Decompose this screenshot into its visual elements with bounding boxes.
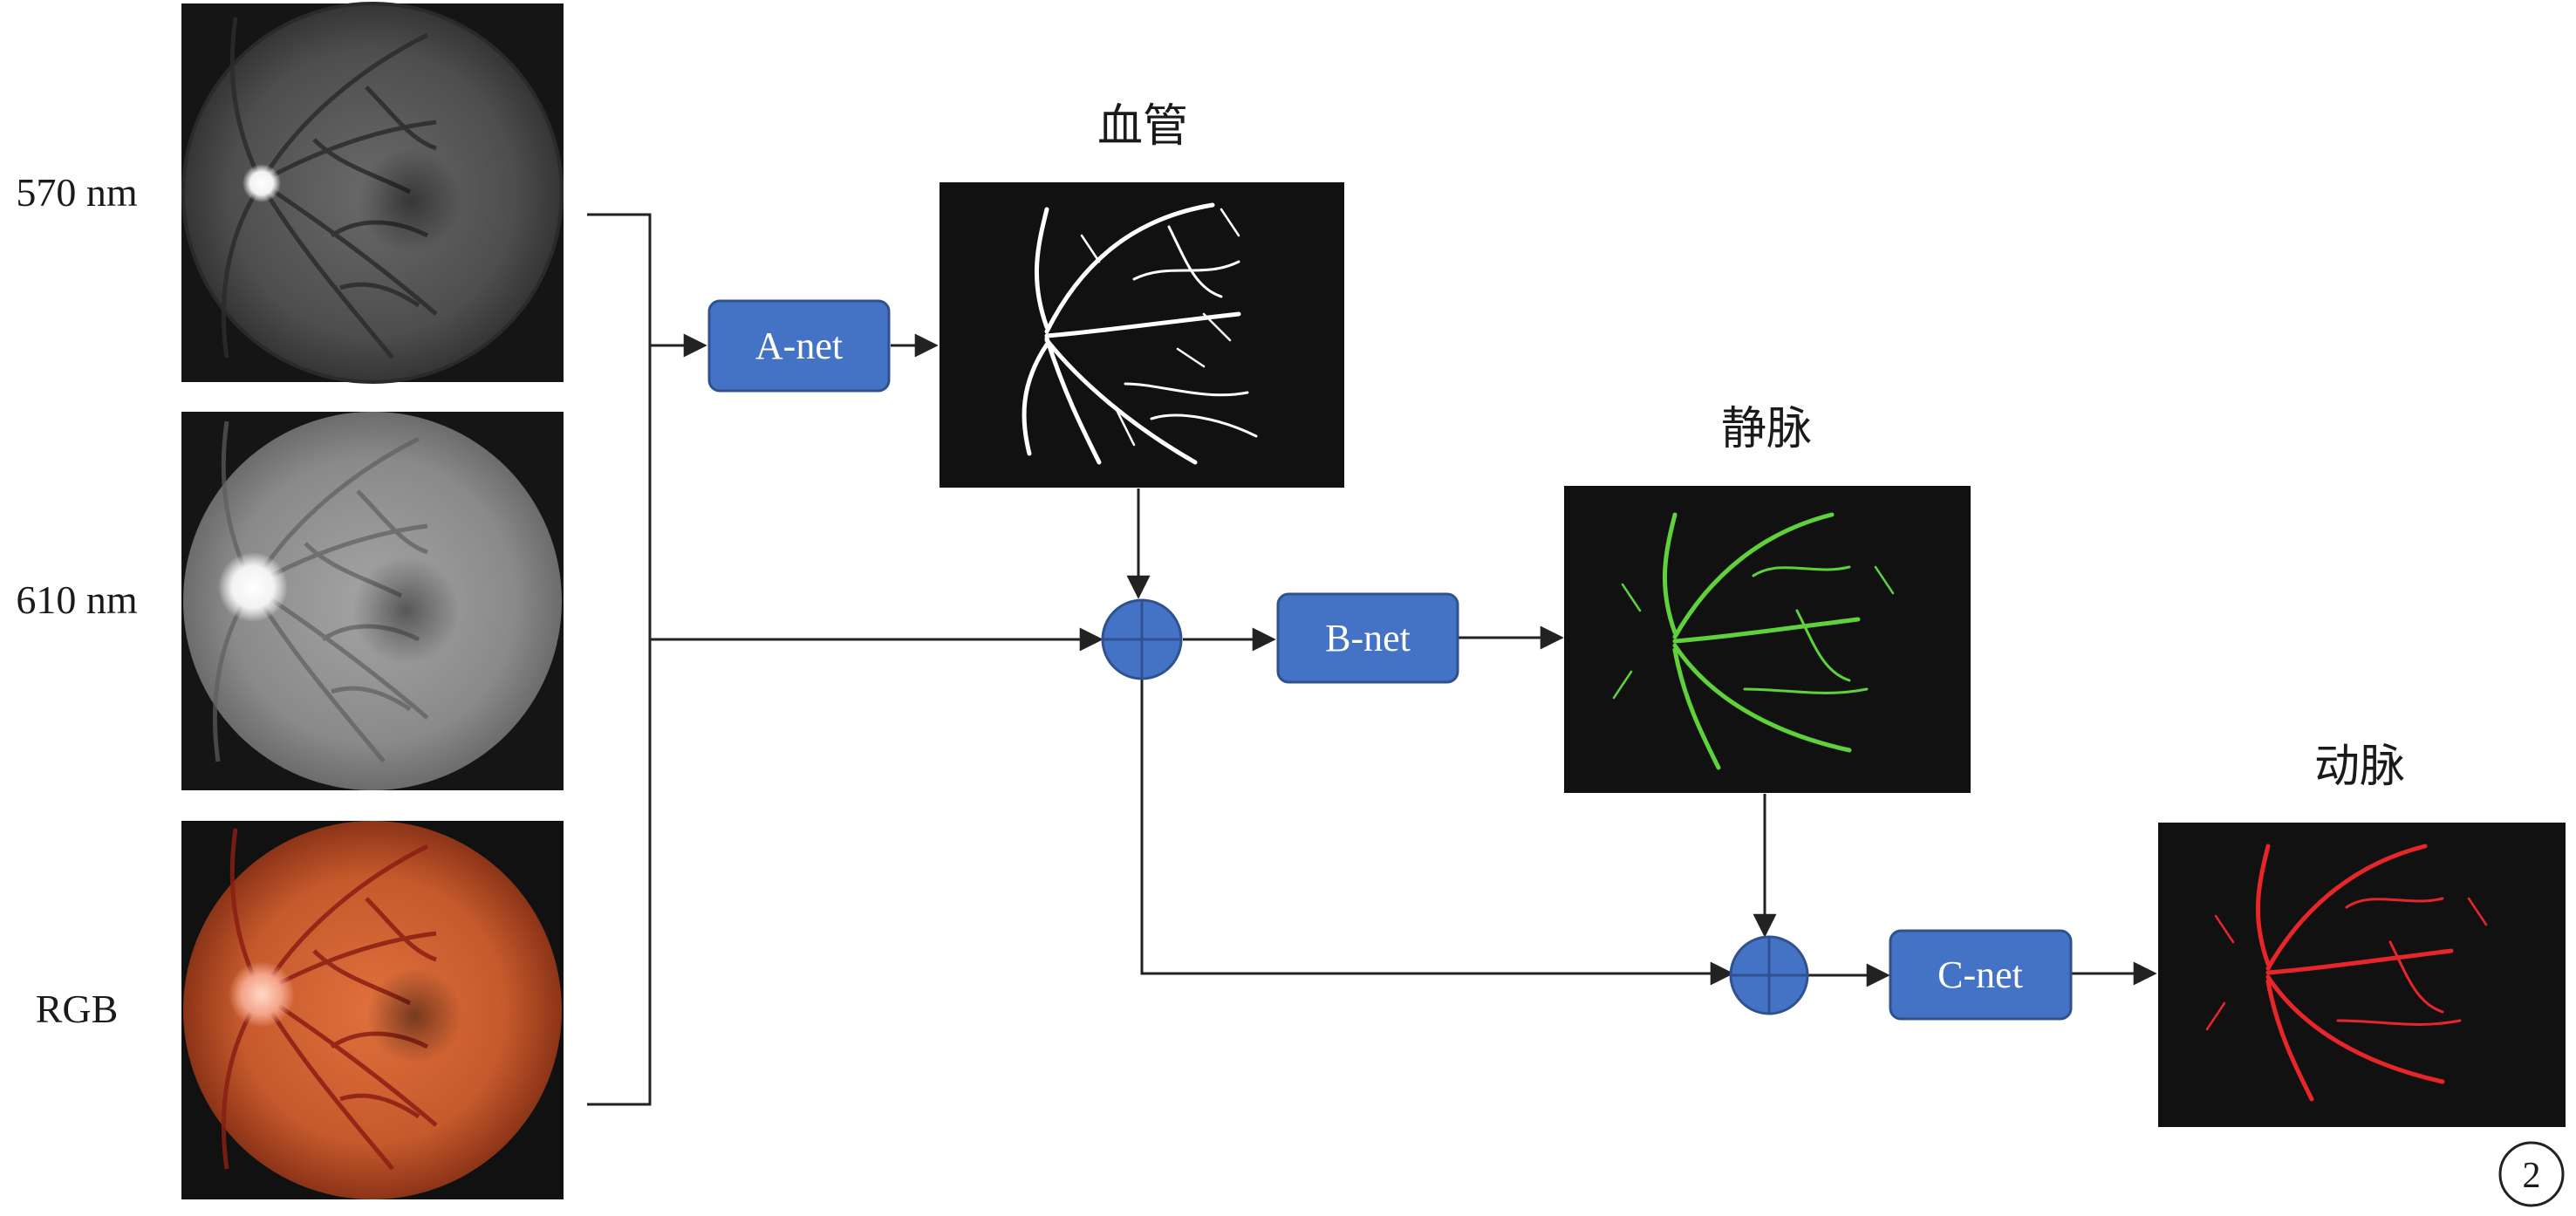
output-panel-vessel xyxy=(940,182,1344,488)
node-c-net-label: C-net xyxy=(1937,953,2023,996)
fusion-node-1 xyxy=(1101,598,1183,680)
input-bracket xyxy=(587,213,652,1106)
node-c-net: C-net xyxy=(1889,929,2073,1021)
input-image-rgb xyxy=(181,821,564,1199)
node-b-net: B-net xyxy=(1276,592,1459,684)
edge-fuse1-to-fuse2 xyxy=(1140,679,1734,986)
input-label-570: 570 nm xyxy=(16,170,138,215)
output-title-artery: 动脉 xyxy=(2314,742,2405,792)
input-image-610 xyxy=(181,412,564,790)
fusion-node-2 xyxy=(1729,935,1809,1015)
node-a-net-label: A-net xyxy=(755,324,843,367)
output-title-vessel: 血管 xyxy=(1097,102,1188,152)
output-title-vein: 静脉 xyxy=(1721,405,1812,454)
input-image-570 xyxy=(181,2,564,384)
input-label-rgb: RGB xyxy=(36,987,119,1031)
figure-badge-label: 2 xyxy=(2523,1156,2541,1196)
figure-badge: 2 xyxy=(2498,1141,2565,1207)
output-panel-vein xyxy=(1564,486,1971,793)
output-panel-artery xyxy=(2158,823,2566,1127)
node-a-net: A-net xyxy=(707,299,891,393)
input-label-610: 610 nm xyxy=(16,577,138,622)
node-b-net-label: B-net xyxy=(1325,617,1411,659)
